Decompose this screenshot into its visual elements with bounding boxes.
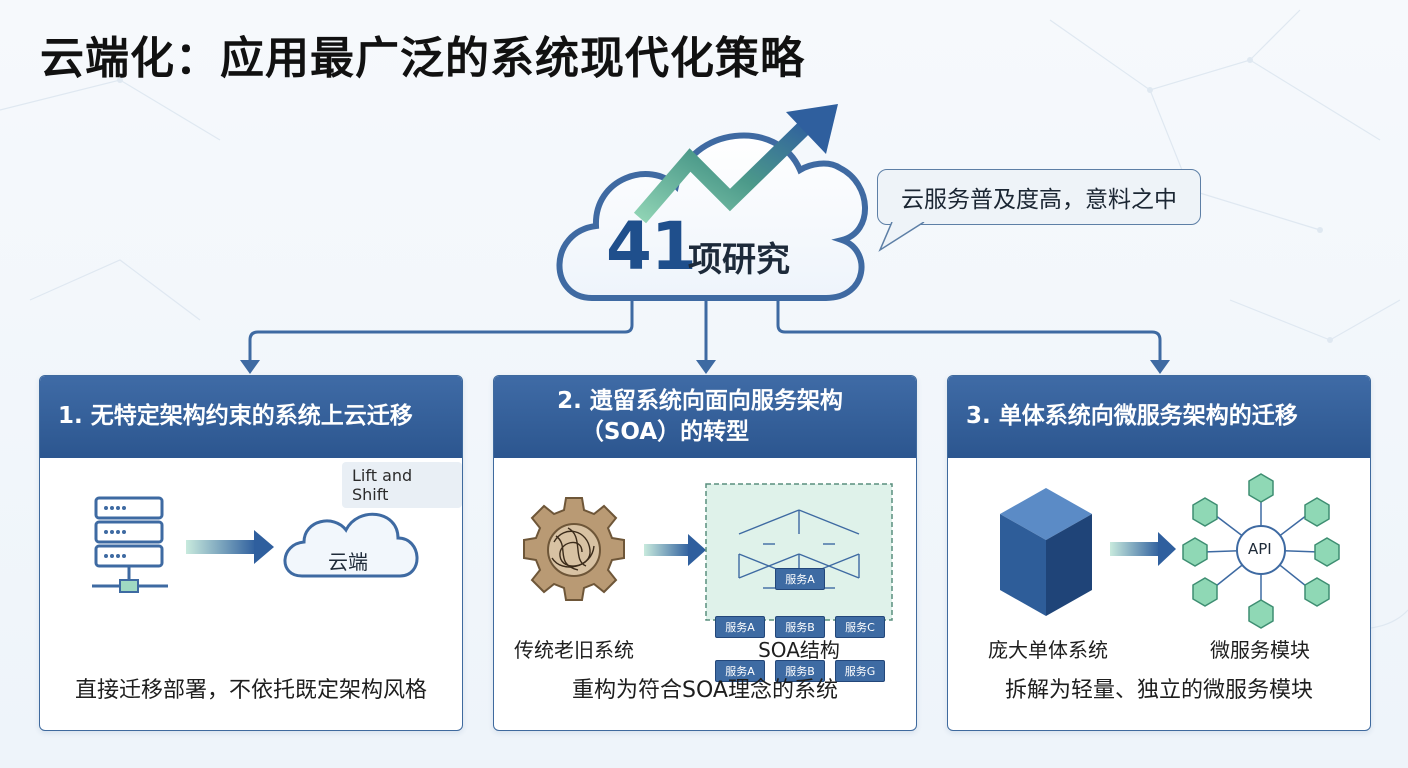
cloud-label: 云端 bbox=[328, 550, 368, 574]
service-node: 服务A bbox=[715, 660, 765, 682]
panel-heading: 2. 遗留系统向面向服务架构 （SOA）的转型 bbox=[494, 376, 916, 458]
hub-diagram bbox=[240, 104, 1170, 374]
cloud-icon bbox=[283, 512, 419, 578]
server-icon bbox=[92, 496, 168, 593]
panel-summary: 直接迁移部署，不依托既定架构风格 bbox=[74, 678, 427, 703]
service-node: 服务B bbox=[775, 660, 825, 682]
migration-illustration bbox=[92, 496, 419, 593]
lift-and-shift-tag: Lift and Shift bbox=[342, 462, 462, 508]
callout-bubble: 云服务普及度高，意料之中 bbox=[877, 169, 1201, 225]
panel-soa: 2. 遗留系统向面向服务架构 （SOA）的转型 bbox=[493, 375, 917, 731]
panel-summary: 重构为符合SOA理念的系统 bbox=[572, 678, 838, 703]
page-title: 云端化：应用最广泛的系统现代化策略 bbox=[40, 33, 805, 84]
monolith-caption: 庞大单体系统 bbox=[988, 638, 1108, 662]
callout-text: 云服务普及度高，意料之中 bbox=[901, 187, 1177, 213]
legacy-caption: 传统老旧系统 bbox=[514, 638, 634, 662]
panel-heading-line1: 2. 遗留系统向面向服务架构 bbox=[557, 387, 843, 414]
service-node: 服务A bbox=[775, 568, 825, 590]
service-node: 服务C bbox=[835, 616, 885, 638]
hexagon-icon bbox=[1182, 473, 1340, 629]
microservice-caption: 微服务模块 bbox=[1210, 638, 1310, 662]
api-label: API bbox=[1248, 540, 1272, 558]
panel-heading-line2: （SOA）的转型 bbox=[580, 419, 750, 445]
panel-heading: 3. 单体系统向微服务架构的迁移 bbox=[948, 376, 1370, 458]
cube-icon bbox=[1000, 488, 1092, 616]
soa-caption: SOA结构 bbox=[758, 638, 840, 662]
trend-arrow-icon bbox=[633, 116, 816, 224]
gear-icon bbox=[523, 497, 625, 601]
panel-microservices: 3. 单体系统向微服务架构的迁移 bbox=[947, 375, 1371, 731]
service-node: 服务A bbox=[715, 616, 765, 638]
callout-tail bbox=[878, 218, 925, 252]
study-label: 项研究 bbox=[688, 240, 790, 280]
study-count: 41 bbox=[606, 208, 697, 285]
microservice-illustration bbox=[1000, 473, 1340, 629]
service-node: 服务B bbox=[775, 616, 825, 638]
soa-illustration bbox=[523, 483, 893, 621]
panel-heading: 1. 无特定架构约束的系统上云迁移 bbox=[40, 376, 462, 458]
panel-summary: 拆解为轻量、独立的微服务模块 bbox=[1004, 678, 1313, 703]
service-node: 服务G bbox=[835, 660, 885, 682]
connector-lines bbox=[248, 300, 1162, 362]
panel-lift-and-shift: 1. 无特定架构约束的系统上云迁移 Lift and Shift bbox=[39, 375, 463, 731]
